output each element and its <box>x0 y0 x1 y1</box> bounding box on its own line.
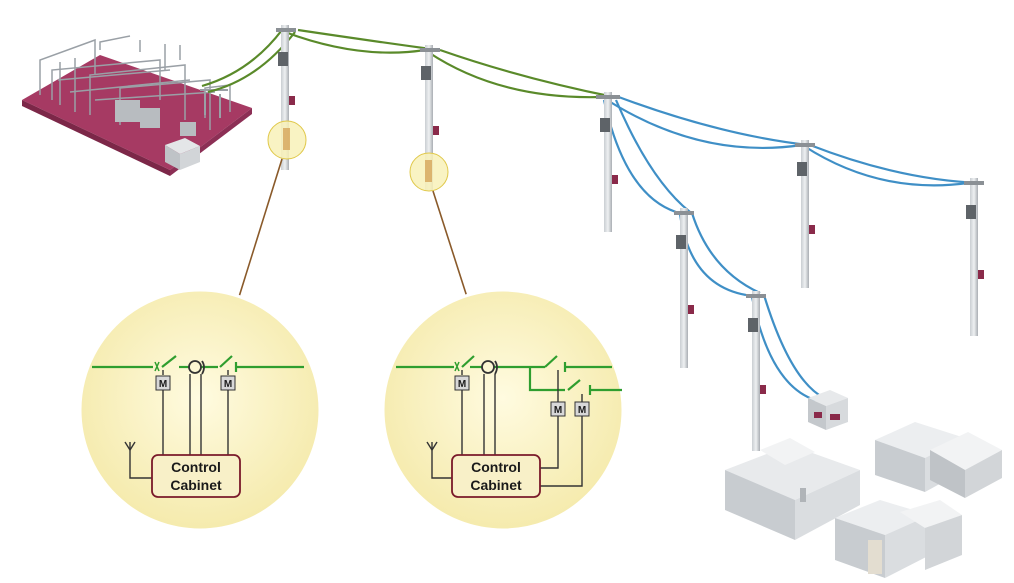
pole-7 <box>746 291 766 451</box>
control-wires-left <box>124 370 229 479</box>
substation-transformer-housing <box>165 138 200 170</box>
pole-1 <box>276 25 296 170</box>
motor-box-right-3: M <box>574 401 590 417</box>
pole-6 <box>674 208 694 368</box>
pole-2 <box>420 45 440 190</box>
pole-4 <box>795 140 815 288</box>
poles <box>276 25 984 451</box>
motor-label: M <box>578 405 586 416</box>
motor-label: M <box>159 379 167 390</box>
callout-lines <box>237 158 469 301</box>
feeder-line-right <box>396 355 622 395</box>
house-1 <box>725 438 860 540</box>
motor-box-left-1: M <box>155 375 171 391</box>
cabinet-label-line1: Control <box>471 459 521 475</box>
control-cabinet-left: Control Cabinet <box>151 454 241 498</box>
detail-circle-left: M M Control Cabinet <box>78 288 322 532</box>
feeder-line-left <box>92 355 304 372</box>
motor-label: M <box>224 379 232 390</box>
current-sensor-right <box>481 360 498 375</box>
pole-3 <box>596 92 620 232</box>
low-voltage-lines <box>602 94 981 402</box>
control-wires-right <box>426 370 583 487</box>
control-cabinet-right: Control Cabinet <box>451 454 541 498</box>
motor-box-right-1: M <box>454 375 470 391</box>
secondary-substation-box <box>808 390 848 430</box>
current-sensor-left <box>188 360 205 375</box>
highlight-markers <box>267 120 449 192</box>
house-2 <box>875 422 1002 498</box>
detail-circle-right: M M M Control Cabinet <box>381 288 625 532</box>
house-3 <box>835 500 962 578</box>
medium-voltage-lines <box>201 28 615 99</box>
cabinet-label-line2: Cabinet <box>470 477 522 493</box>
cabinet-label-line1: Control <box>171 459 221 475</box>
houses <box>725 422 1002 578</box>
motor-label: M <box>554 405 562 416</box>
motor-label: M <box>458 379 466 390</box>
substation <box>22 35 252 176</box>
cabinet-label-line2: Cabinet <box>170 477 222 493</box>
pole-5 <box>964 178 984 336</box>
motor-box-right-2: M <box>550 401 566 417</box>
motor-box-left-2: M <box>220 375 236 391</box>
